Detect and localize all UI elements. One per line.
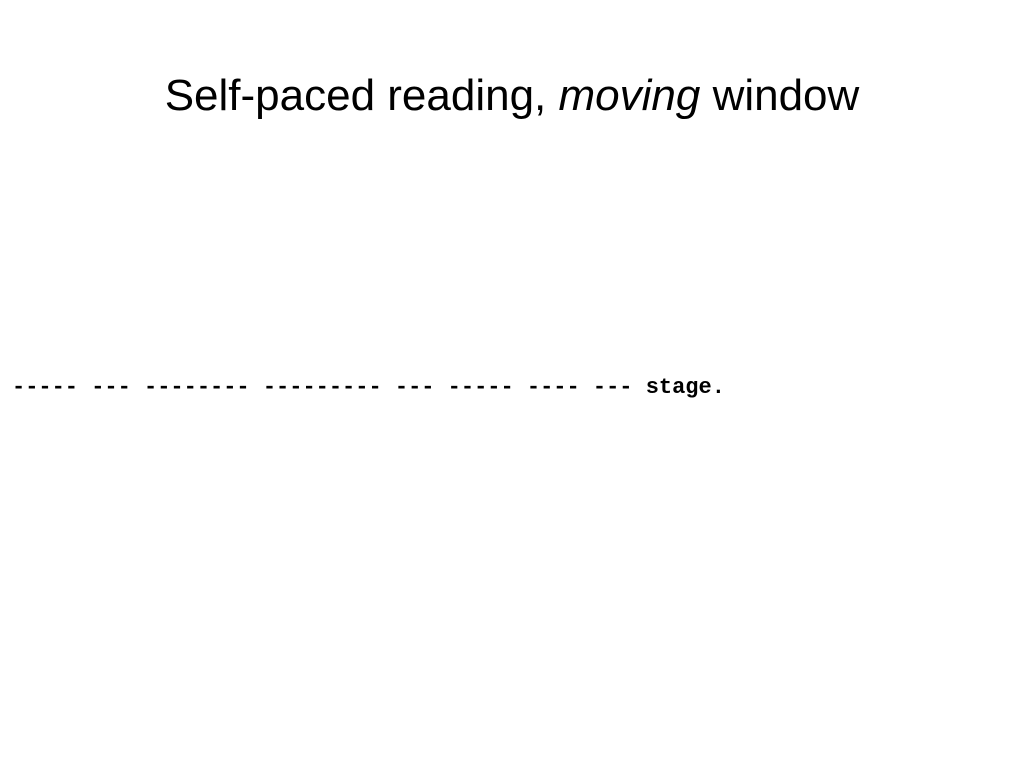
title-text-after: window: [700, 71, 860, 120]
visible-word: stage.: [645, 375, 725, 400]
slide-title: Self-paced reading, moving window: [0, 66, 1024, 126]
moving-window-sentence: ----- --- -------- --------- --- ----- -…: [12, 374, 725, 402]
title-text-emphasis: moving: [558, 71, 701, 120]
title-text-before: Self-paced reading,: [164, 71, 559, 120]
masked-words: ----- --- -------- --------- --- ----- -…: [12, 375, 646, 400]
